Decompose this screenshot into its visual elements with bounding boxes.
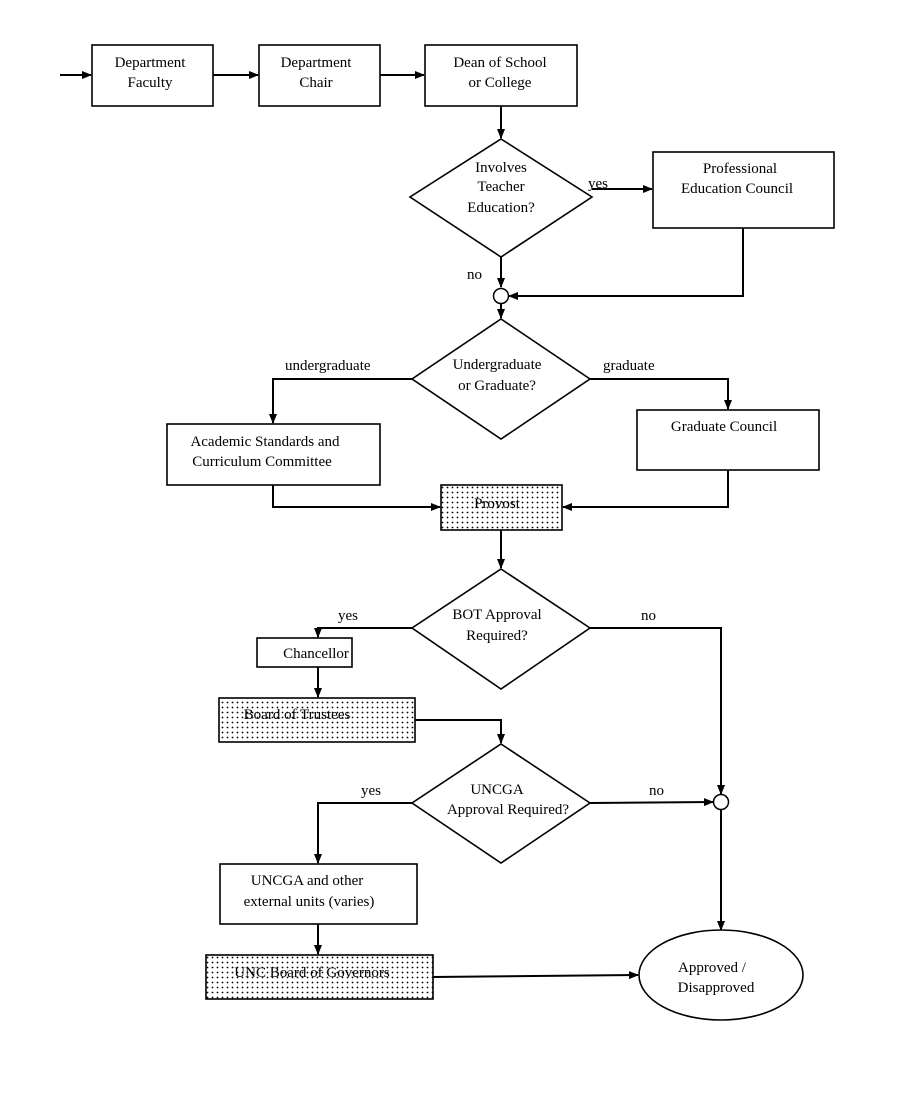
chancellor-box: Chancellor <box>256 637 353 668</box>
department-faculty-label-2: Faculty <box>128 75 173 91</box>
bot-to-uncga-decision-arrow <box>415 719 505 744</box>
bot-decision-label-2: Required? <box>466 628 528 644</box>
ascc-label-1: Academic Standards and <box>190 434 340 450</box>
uncga-decision-label-1: UNCGA <box>470 782 524 798</box>
provost-label: Provost <box>474 496 521 512</box>
level-decision: Undergraduate or Graduate? <box>410 318 592 440</box>
board-of-governors-box: UNC Board of Governors <box>205 954 434 1000</box>
provost-box: Provost <box>440 484 563 531</box>
undergraduate-label: undergraduate <box>285 358 371 374</box>
uncga-units-label-2: external units (varies) <box>244 894 375 910</box>
bot-no-label: no <box>641 608 656 624</box>
board-of-trustees-label: Board of Trustees <box>244 707 351 723</box>
ascc-to-provost-arrow <box>272 485 441 511</box>
department-chair-box: Department Chair <box>258 44 381 107</box>
dean-label-2: or College <box>469 75 532 91</box>
graduate-label: graduate <box>603 358 655 374</box>
department-chair-label-1: Department <box>281 55 353 71</box>
bog-to-outcome-arrow <box>432 971 639 980</box>
board-of-governors-label: UNC Board of Governors <box>234 965 390 981</box>
uncga-decision-label-2: Approval Required? <box>447 802 569 818</box>
teacher-education-decision: Involves Teacher Education? <box>408 138 594 258</box>
ascc-box: Academic Standards and Curriculum Commit… <box>166 423 381 486</box>
pec-label-2: Education Council <box>681 181 793 197</box>
board-of-trustees-box: Board of Trustees <box>218 697 416 743</box>
department-faculty-box: Department Faculty <box>91 44 214 107</box>
graduate-council-label: Graduate Council <box>671 419 777 435</box>
level-decision-label-1: Undergraduate <box>453 357 542 373</box>
bot-decision-label-1: BOT Approval <box>452 607 541 623</box>
uncga-no-arrow <box>589 798 714 807</box>
teacher-ed-decision-label-3: Education? <box>467 200 535 216</box>
bot-yes-arrow <box>314 627 412 638</box>
department-chair-label-2: Chair <box>299 75 332 91</box>
bot-approval-decision: BOT Approval Required? <box>410 568 592 690</box>
uncga-units-box: UNCGA and other external units (varies) <box>219 863 418 925</box>
outcome-label-1: Approved / <box>678 960 747 976</box>
graduate-council-box: Graduate Council <box>636 409 820 471</box>
bot-yes-label: yes <box>338 608 358 624</box>
pec-label-1: Professional <box>703 161 777 177</box>
teacher-ed-yes-label: yes <box>588 176 608 192</box>
level-decision-label-2: or Graduate? <box>458 378 536 394</box>
graduate-arrow <box>590 378 732 410</box>
pec-to-junction-arrow <box>508 228 744 300</box>
ascc-label-2: Curriculum Committee <box>192 454 332 470</box>
professional-education-council-box: Professional Education Council <box>652 151 835 229</box>
teacher-ed-decision-label-2: Teacher <box>477 179 524 195</box>
outcome-ellipse: Approved / Disapproved <box>638 929 804 1021</box>
bot-no-line <box>590 627 725 795</box>
graduate-council-to-provost-arrow <box>562 470 729 511</box>
chancellor-label: Chancellor <box>283 646 349 662</box>
uncga-yes-label: yes <box>361 783 381 799</box>
department-faculty-label-1: Department <box>115 55 187 71</box>
teacher-ed-no-label: no <box>467 267 482 283</box>
dean-box: Dean of School or College <box>424 44 578 107</box>
merge-junction-top <box>492 287 510 305</box>
uncga-units-label-1: UNCGA and other <box>251 873 364 889</box>
outcome-label-2: Disapproved <box>678 980 755 996</box>
merge-junction-bottom <box>712 793 730 811</box>
connectors <box>60 71 744 980</box>
undergraduate-arrow <box>269 378 412 424</box>
uncga-no-label: no <box>649 783 664 799</box>
teacher-ed-decision-label-1: Involves <box>475 160 527 176</box>
uncga-approval-decision: UNCGA Approval Required? <box>410 743 592 864</box>
uncga-yes-arrow <box>314 802 412 864</box>
dean-label-1: Dean of School <box>453 55 546 71</box>
